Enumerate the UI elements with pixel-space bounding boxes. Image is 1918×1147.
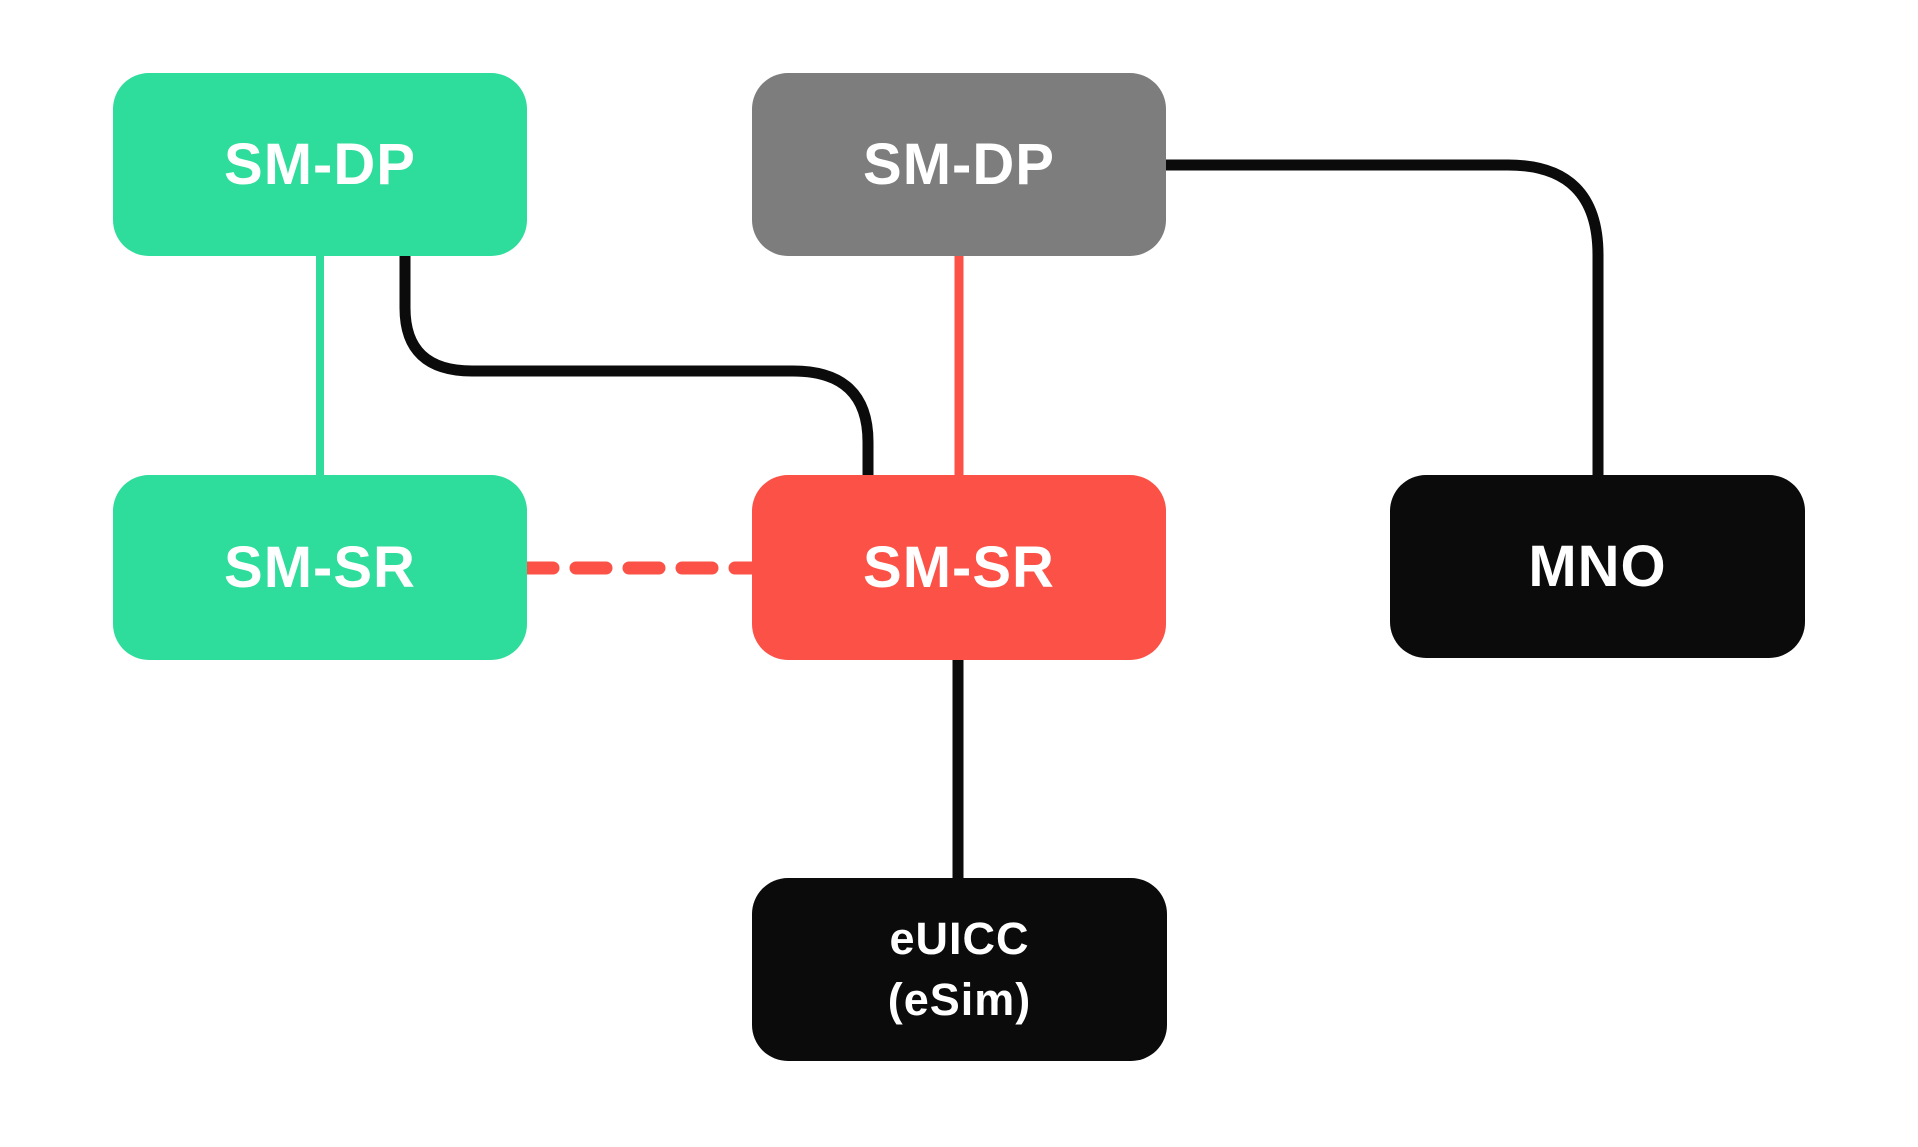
node-label: MNO [1528, 533, 1667, 599]
node-euicc: eUICC (eSim) [752, 878, 1167, 1061]
node-label: SM-SR [863, 534, 1055, 600]
node-label: SM-SR [224, 534, 416, 600]
node-mno: MNO [1390, 475, 1805, 658]
node-label: SM-DP [863, 131, 1055, 197]
node-sm-dp-gray: SM-DP [752, 73, 1166, 256]
edge-smdp-green-to-smsr-red [399, 250, 874, 480]
node-sm-sr-green: SM-SR [113, 475, 527, 660]
edge-smdp-gray-to-mno [1163, 159, 1604, 480]
node-sm-sr-red: SM-SR [752, 475, 1166, 660]
node-label-line2: (eSim) [887, 973, 1032, 1025]
node-sm-dp-green: SM-DP [113, 73, 527, 256]
node-label: eUICC [889, 912, 1030, 964]
node-label: SM-DP [224, 131, 416, 197]
